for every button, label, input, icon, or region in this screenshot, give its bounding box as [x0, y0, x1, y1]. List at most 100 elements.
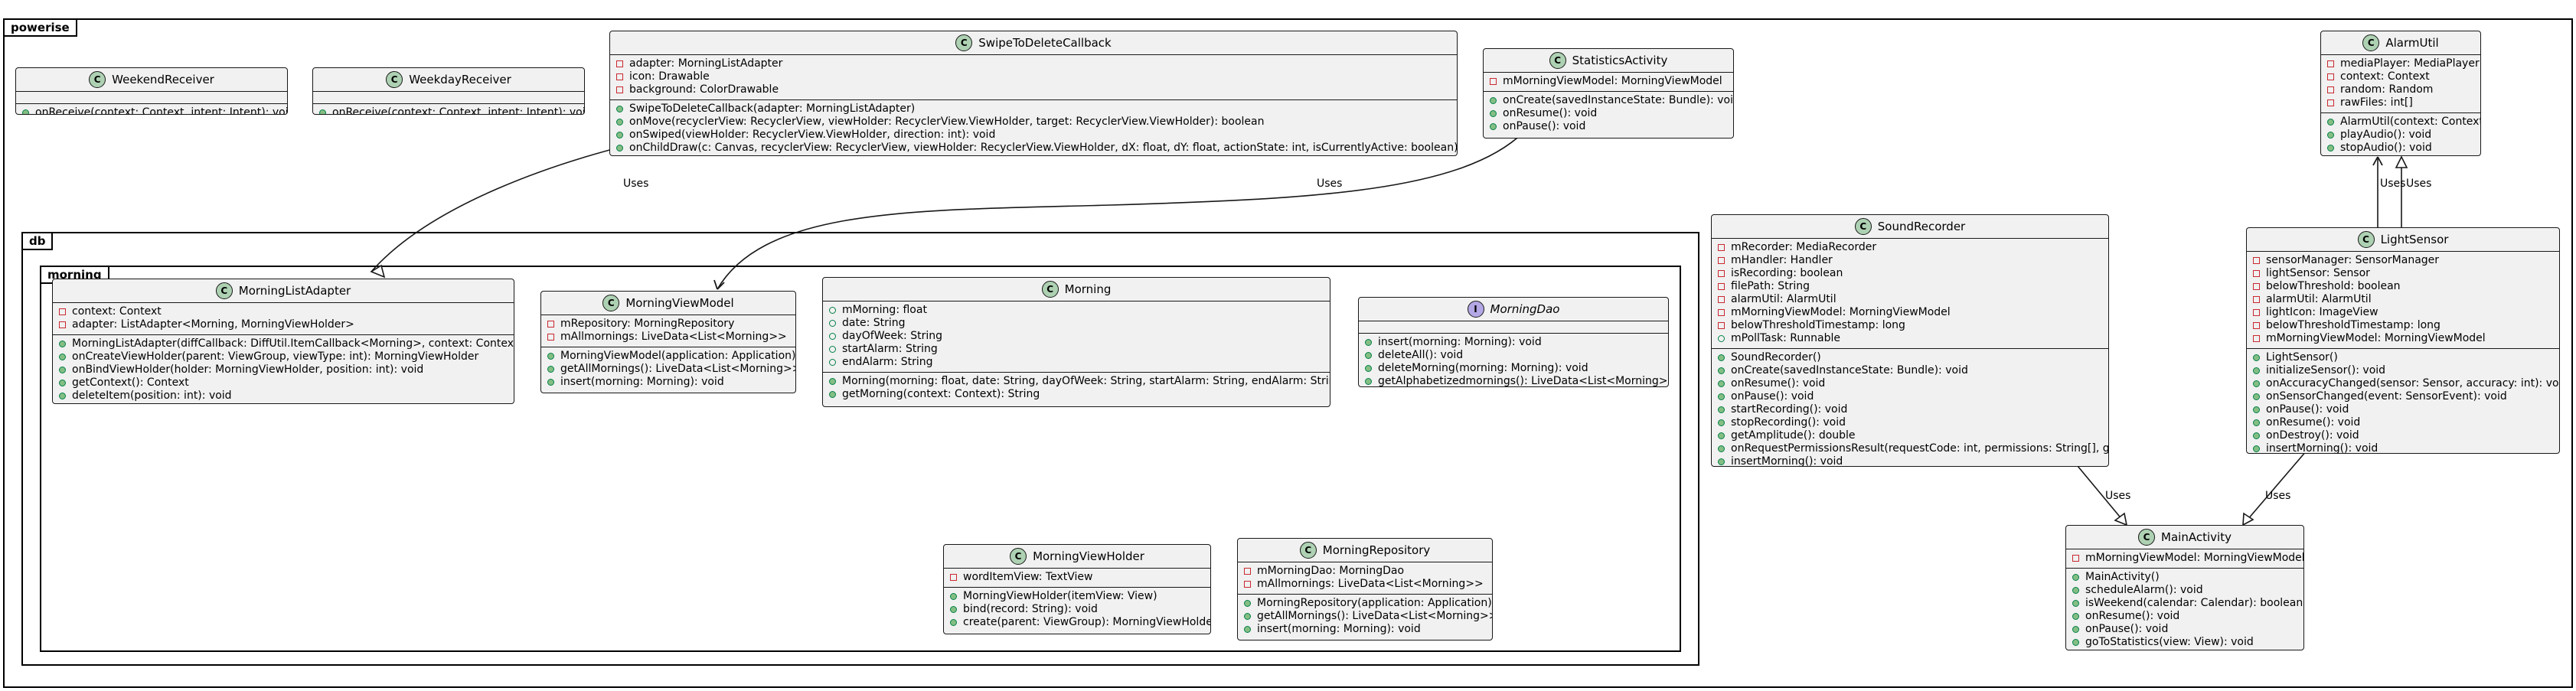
class-method: onResume(): void [2253, 416, 2553, 429]
private-visibility-icon [2253, 322, 2260, 329]
private-visibility-icon [2253, 296, 2260, 303]
member-text: onSwiped(viewHolder: RecyclerView.ViewHo… [629, 129, 996, 141]
private-visibility-icon [547, 334, 554, 341]
member-text: onRequestPermissionsResult(requestCode: … [1731, 442, 2109, 455]
member-text: rawFiles: int[] [2340, 96, 2413, 109]
private-visibility-icon [2253, 270, 2260, 277]
private-visibility-icon [2327, 73, 2334, 80]
interface-stereotype-icon: I [1467, 301, 1484, 318]
class-method: Morning(morning: float, date: String, da… [829, 375, 1330, 388]
member-text: belowThreshold: boolean [2266, 280, 2401, 292]
class-methods-section: MorningRepository(application: Applicati… [1238, 595, 1492, 639]
member-text: mRecorder: MediaRecorder [1731, 241, 1877, 253]
class-name: MorningViewHolder [1033, 549, 1144, 563]
package-powerise: powerise [3, 18, 2573, 688]
public-visibility-icon [1244, 626, 1251, 633]
class-method: MorningViewModel(application: Applicatio… [547, 350, 795, 363]
class-method: onReceive(context: Context, intent: Inte… [319, 106, 584, 114]
class-field: mPollTask: Runnable [1718, 332, 2102, 345]
class-methods-section: MorningViewHolder(itemView: View)bind(re… [944, 588, 1210, 632]
member-text: initializeSensor(): void [2266, 364, 2386, 376]
member-text: isRecording: boolean [1731, 267, 1843, 279]
class-field: background: ColorDrawable [616, 83, 1451, 96]
member-text: onMove(recyclerView: RecyclerView, viewH… [629, 116, 1265, 128]
member-text: SoundRecorder() [1731, 351, 1821, 363]
class-method: playAudio(): void [2327, 129, 2474, 142]
arrowhead-main-2 [2242, 512, 2254, 526]
class-stereotype-icon: C [1041, 281, 1059, 298]
private-visibility-icon [2072, 555, 2079, 562]
class-method: MainActivity() [2072, 571, 2297, 584]
class-stereotype-icon: C [2138, 529, 2156, 546]
public-visibility-icon [1490, 123, 1497, 130]
class-method: bind(record: String): void [950, 603, 1204, 616]
label-light-uses-3: Uses [2265, 490, 2291, 502]
member-text: mHandler: Handler [1731, 254, 1833, 266]
class-methods-section: AlarmUtil(context: Context)playAudio(): … [2321, 113, 2480, 155]
class-methods-section: Morning(morning: float, date: String, da… [823, 373, 1330, 404]
member-text: deleteMorning(morning: Morning): void [1378, 362, 1588, 374]
member-text: mMorningViewModel: MorningViewModel [1731, 306, 1951, 318]
class-method: MorningViewHolder(itemView: View) [950, 590, 1204, 603]
member-text: insertMorning(): void [1731, 455, 1843, 467]
member-text: onCreateViewHolder(parent: ViewGroup, vi… [72, 350, 479, 363]
class-method: goToStatistics(view: View): void [2072, 636, 2297, 649]
member-text: onReceive(context: Context, intent: Inte… [332, 106, 585, 115]
class-stereotype-icon: C [89, 71, 106, 88]
private-visibility-icon [950, 574, 957, 581]
class-field: wordItemView: TextView [950, 571, 1204, 584]
member-text: onCreate(savedInstanceState: Bundle): vo… [1731, 364, 1968, 376]
public-visibility-icon [1718, 458, 1725, 465]
class-fields-section: mMorningViewModel: MorningViewModel [2066, 549, 2303, 569]
class-method: AlarmUtil(context: Context) [2327, 116, 2480, 129]
class-field: filePath: String [1718, 280, 2102, 293]
private-visibility-icon [2327, 60, 2334, 67]
class-field: mAllmornings: LiveData<List<Morning>> [547, 331, 789, 344]
member-text: insert(morning: Morning): void [1378, 336, 1542, 348]
class-stereotype-icon: C [602, 295, 620, 311]
class-method: onChildDraw(c: Canvas, recyclerView: Rec… [616, 142, 1457, 155]
public-visibility-icon [2253, 367, 2260, 374]
member-text: deleteItem(position: int): void [72, 390, 232, 402]
class-fields-section [1359, 321, 1668, 334]
class-field: mMorningViewModel: MorningViewModel [1718, 306, 2102, 319]
class-method: onResume(): void [1490, 107, 1727, 120]
public-visibility-icon [829, 359, 836, 366]
member-text: getMorning(context: Context): String [842, 388, 1040, 400]
member-text: mediaPlayer: MediaPlayer [2340, 57, 2480, 70]
public-visibility-icon [2253, 354, 2260, 361]
member-text: playAudio(): void [2340, 129, 2432, 141]
class-name: WeekdayReceiver [409, 73, 511, 86]
class-field: adapter: MorningListAdapter [616, 57, 1451, 70]
class-fields-section: mMorningViewModel: MorningViewModel [1484, 73, 1733, 92]
public-visibility-icon [1244, 600, 1251, 607]
member-text: context: Context [72, 305, 162, 318]
class-method: onSensorChanged(event: SensorEvent): voi… [2253, 390, 2553, 403]
member-text: mPollTask: Runnable [1731, 332, 1840, 344]
member-text: mMorningViewModel: MorningViewModel [2266, 332, 2486, 344]
public-visibility-icon [59, 367, 66, 373]
class-method: onAccuracyChanged(sensor: Sensor, accura… [2253, 377, 2559, 390]
class-field: startAlarm: String [829, 343, 1324, 356]
class-stereotype-icon: C [955, 34, 973, 51]
private-visibility-icon [59, 308, 66, 315]
class-methods-section: onReceive(context: Context, intent: Inte… [16, 104, 287, 114]
class-method: getAllMornings(): LiveData<List<Morning>… [547, 363, 795, 376]
class-method: onResume(): void [1718, 377, 2102, 390]
member-text: icon: Drawable [629, 70, 710, 83]
member-text: getContext(): Context [72, 376, 189, 389]
public-visibility-icon [547, 379, 554, 386]
public-visibility-icon [1718, 367, 1725, 374]
